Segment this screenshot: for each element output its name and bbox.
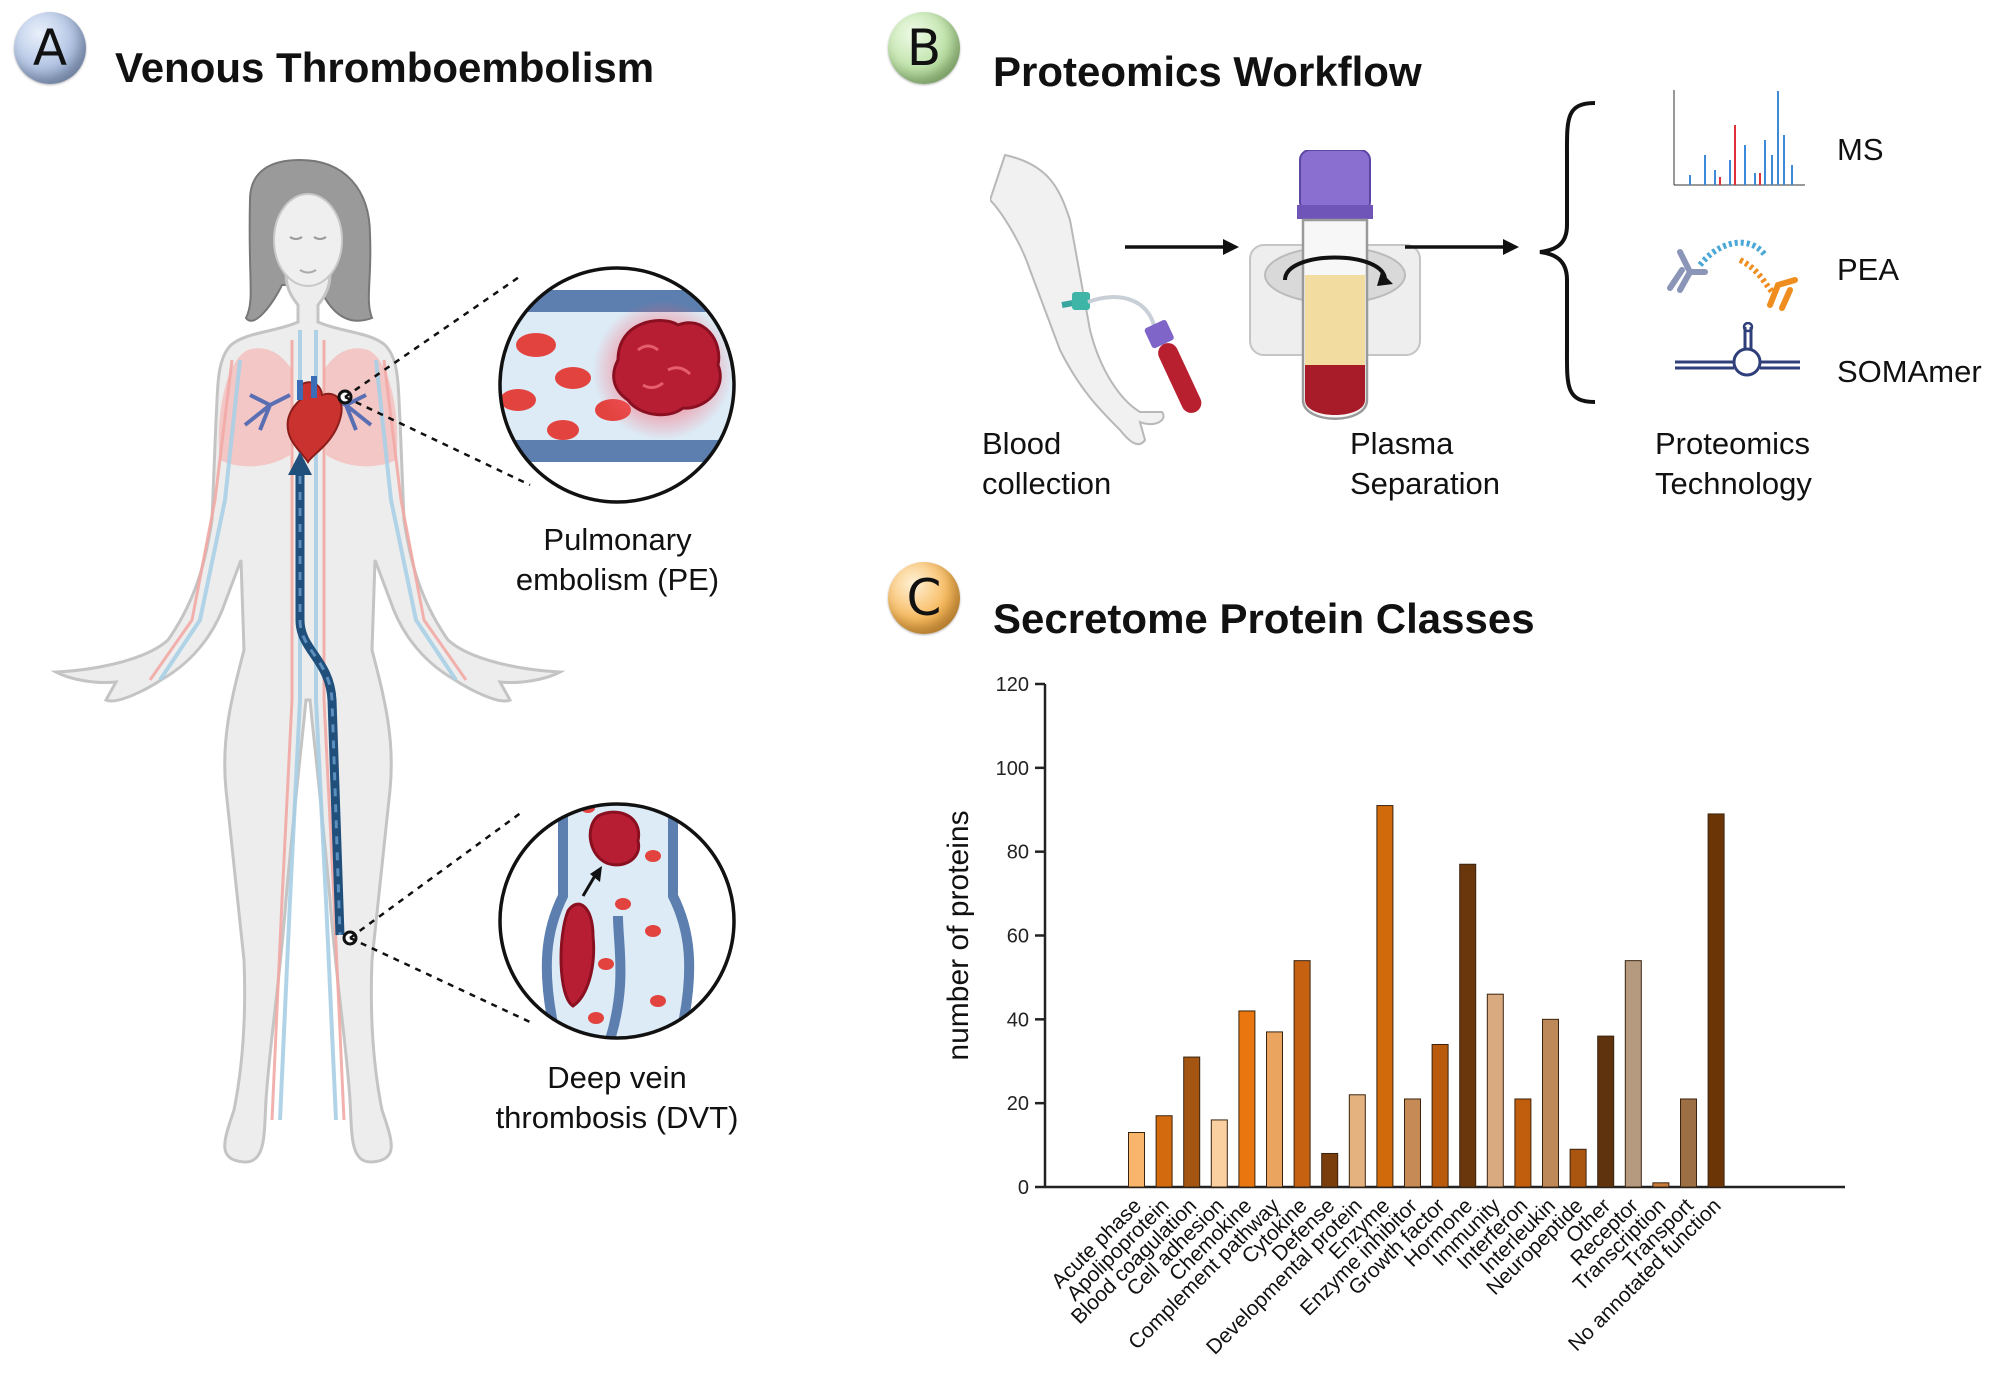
tech-somamer-label: SOMAmer [1837,354,1982,389]
body-silhouette [50,208,566,1164]
plasma-separation-line1: Plasma [1350,426,1454,461]
bar-hormone [1459,863,1477,1188]
plasma-layer [1305,275,1365,365]
bar-no-annotated-function [1707,813,1725,1188]
bar-growth-factor [1431,1043,1449,1188]
blood-collection-line2: collection [982,466,1112,501]
bar-other [1597,1035,1615,1188]
y-axis-label: number of proteins [942,810,975,1060]
y-tick-label: 20 [1007,1093,1029,1115]
bar-neuropeptide [1569,1148,1587,1188]
bar-cytokine [1293,960,1311,1188]
somamer-icon [1675,322,1800,377]
y-tick-label: 120 [996,674,1029,696]
panel-a-title: Venous Thromboembolism [115,44,655,91]
dvt-label-line2: thrombosis (DVT) [495,1100,739,1135]
dvt-label: Deep vein thrombosis (DVT) [478,1058,756,1138]
proteomics-technology-label: Proteomics Technology [1655,424,1812,504]
callout-lines [344,273,531,1024]
pe-label-line2: embolism (PE) [515,562,720,597]
embolus [588,810,641,867]
bar-receptor [1624,960,1642,1188]
tube-cap [1144,319,1174,349]
panel-c-badge: C [888,562,960,634]
red-blood-cell [547,420,579,440]
y-tick-label: 80 [1007,842,1029,864]
pe-label: Pulmonary embolism (PE) [495,520,740,600]
tubing [1087,295,1157,331]
proteomics-technology-line1: Proteomics [1655,426,1811,461]
bar-transcription [1652,1182,1670,1188]
pe-label-line1: Pulmonary [543,522,692,557]
dvt-inset-circle [498,802,736,1040]
blood-collection-line1: Blood [982,426,1062,461]
y-tick-label: 0 [1018,1177,1029,1199]
panel-b-badge: B [888,12,960,84]
thrombus [559,902,596,1008]
bar-acute-phase [1128,1132,1145,1188]
y-tick-label: 40 [1007,1009,1029,1031]
plasma-separation-line2: Separation [1350,466,1500,501]
y-tick-label: 60 [1007,926,1029,948]
tech-ms-label: MS [1837,132,1884,167]
bar-complement-pathway [1266,1031,1283,1188]
proteomics-technology-line2: Technology [1655,466,1812,501]
bar-blood-coagulation [1183,1056,1201,1188]
bar-defense [1321,1152,1339,1188]
pe-inset-circle [498,266,736,504]
y-tick-label: 100 [996,758,1029,780]
red-cell-layer [1305,365,1365,415]
red-blood-cell [500,389,536,411]
red-blood-cell [555,367,591,389]
heart [286,381,343,464]
plasma-separation-label: Plasma Separation [1350,424,1500,504]
blood-collection-illustration [990,153,1202,446]
bar-interleukin [1542,1018,1559,1188]
bar-interferon [1514,1098,1532,1188]
bar-cell-adhesion [1210,1119,1228,1188]
plasma-separation-illustration [1249,150,1421,420]
clot [612,319,722,417]
ms-spectrum-icon [1673,90,1805,186]
bar-immunity [1486,993,1504,1188]
red-blood-cell [516,333,556,357]
curly-brace [1539,101,1596,404]
tech-pea-label: PEA [1837,252,1900,287]
face [273,193,343,287]
pea-icon [1667,239,1798,311]
tube-cap [1299,150,1371,213]
bar-enzyme-inhibitor [1404,1098,1421,1188]
bar-transport [1680,1098,1697,1188]
arrow-2 [1405,239,1519,255]
bar-apolipoprotein [1155,1115,1173,1188]
bar-chemokine [1238,1010,1256,1188]
panel-b-title: Proteomics Workflow [993,48,1422,95]
blood-tube [1158,343,1202,413]
panel-a-badge: A [14,12,86,84]
blood-collection-label: Blood collection [982,424,1111,504]
bar-enzyme [1376,805,1394,1188]
human-body-illustration [50,158,566,1164]
embolus-arrow [288,452,312,475]
bar-developmental-protein [1348,1094,1366,1188]
arteries [148,340,468,1121]
arrow-1 [1125,239,1239,255]
dvt-label-line1: Deep vein [547,1060,687,1095]
panel-c-title: Secretome Protein Classes [993,595,1535,642]
